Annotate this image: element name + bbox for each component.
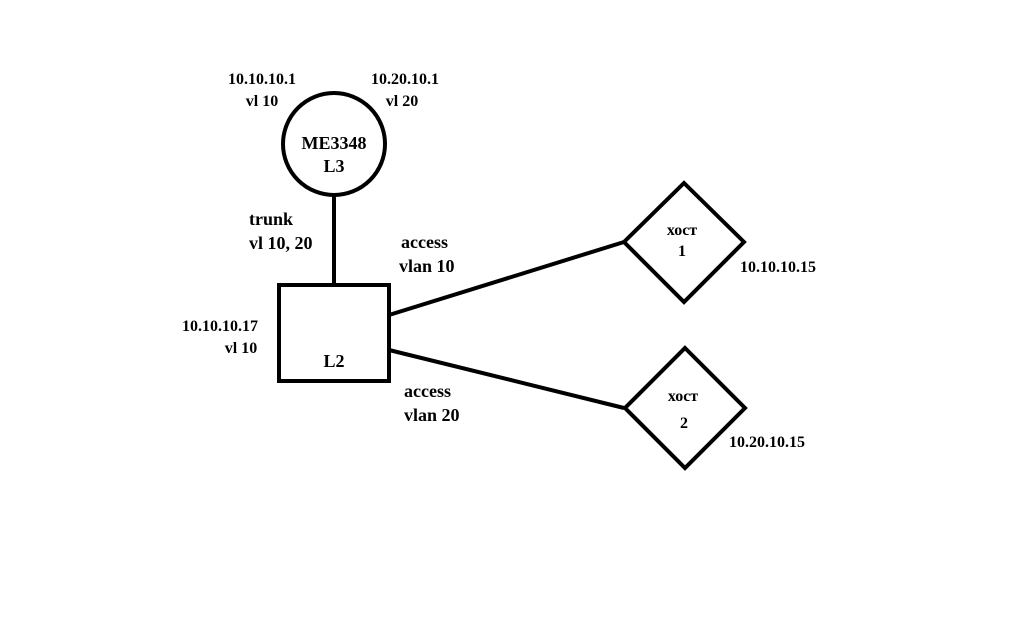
router-node xyxy=(281,91,387,197)
trunk-vlans-label: vl 10, 20 xyxy=(249,233,313,253)
router-vl10-vlan: vl 10 xyxy=(246,93,278,110)
access-link-1-line xyxy=(388,240,625,317)
host-1-name: хост xyxy=(667,222,697,239)
router-vl20-vlan: vl 20 xyxy=(386,93,418,110)
access-1-label: access xyxy=(401,232,448,252)
router-layer: L3 xyxy=(323,156,344,176)
router-vl20-ip: 10.20.10.1 xyxy=(371,71,439,88)
router-vl10-ip: 10.10.10.1 xyxy=(228,71,296,88)
host-2-ip: 10.20.10.15 xyxy=(729,434,805,451)
host-2-number: 2 xyxy=(680,415,688,432)
router-name: ME3348 xyxy=(302,133,367,153)
host-2-node xyxy=(622,345,748,471)
host-1-node xyxy=(621,180,747,305)
host-1-number: 1 xyxy=(678,243,686,260)
access-2-label: access xyxy=(404,381,451,401)
access-2-vlan-label: vlan 20 xyxy=(404,405,460,425)
switch-name: L2 xyxy=(323,351,344,371)
access-1-vlan-label: vlan 10 xyxy=(399,256,455,276)
switch-node xyxy=(277,283,391,383)
host-1-ip: 10.10.10.15 xyxy=(740,259,816,276)
access-link-2-line xyxy=(388,348,625,410)
switch-vlan: vl 10 xyxy=(225,340,257,357)
trunk-label: trunk xyxy=(249,209,293,229)
switch-ip: 10.10.10.17 xyxy=(182,318,258,335)
host-2-name: хост xyxy=(668,388,698,405)
